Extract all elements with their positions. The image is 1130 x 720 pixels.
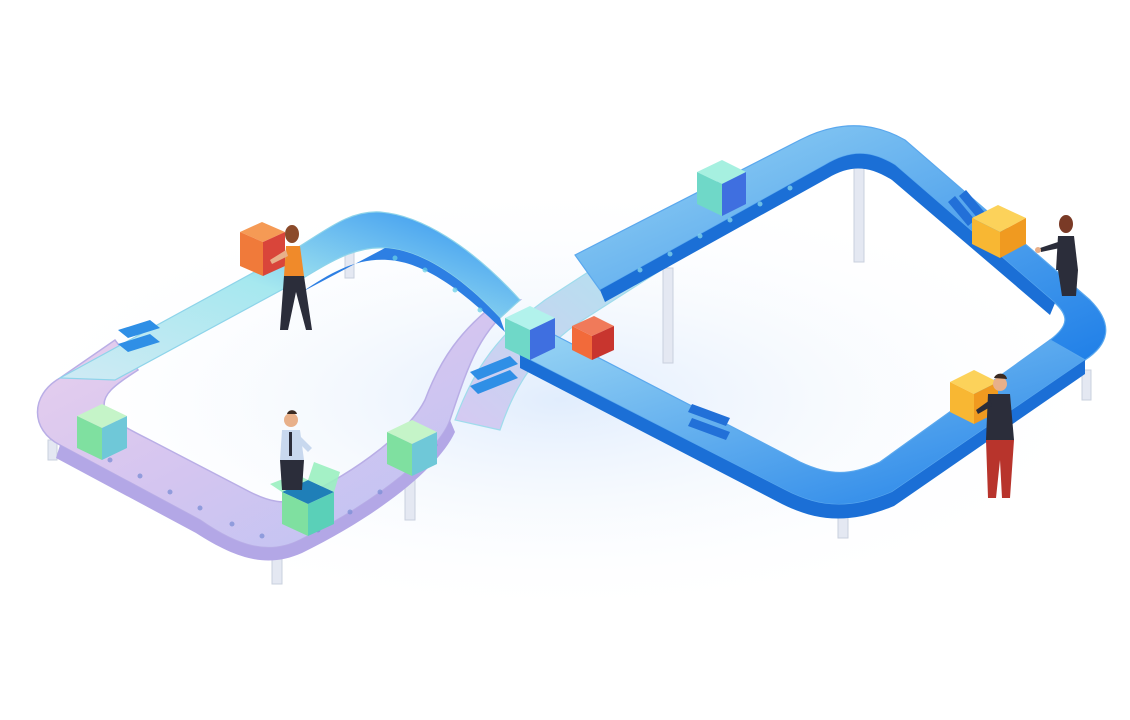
worker-figure — [1035, 215, 1078, 296]
worker-figure — [270, 225, 312, 330]
box-icon — [77, 404, 127, 460]
worker-figure — [976, 373, 1014, 498]
belt-top-left-edge — [302, 248, 505, 332]
support-leg — [853, 159, 865, 263]
box-icon — [972, 205, 1026, 258]
belt-left-edge — [56, 420, 455, 561]
support-leg — [1081, 369, 1092, 401]
worker-figure — [280, 410, 312, 490]
support-leg — [662, 267, 674, 364]
box-icon — [387, 420, 437, 476]
box-icon — [572, 316, 614, 360]
box-icon — [697, 160, 746, 216]
chevron-icon — [948, 190, 986, 226]
chevron-icon — [118, 320, 160, 352]
belt-top-right-edge — [600, 153, 1055, 315]
box-icon — [505, 306, 555, 360]
chevron-icon — [688, 404, 730, 440]
chevron-icon — [470, 356, 518, 394]
belt-top-left — [57, 211, 521, 381]
box-icon — [240, 222, 285, 276]
